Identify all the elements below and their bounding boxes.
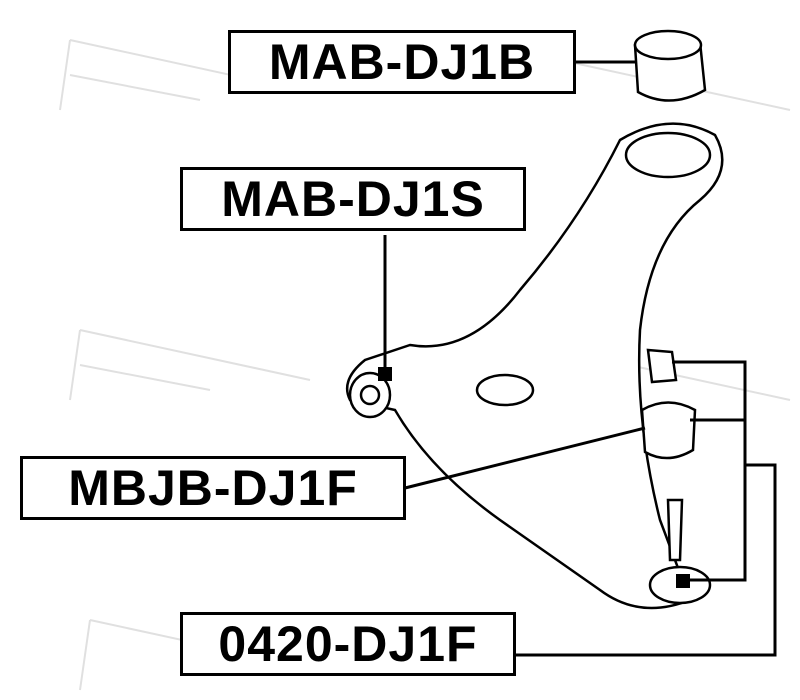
part-label-mab-dj1b[interactable]: MAB-DJ1B [228,30,576,94]
part-label-0420-dj1f[interactable]: 0420-DJ1F [180,612,516,676]
part-label-mab-dj1s[interactable]: MAB-DJ1S [180,167,526,231]
marker [378,367,392,381]
marker [676,574,690,588]
control-arm [345,29,724,610]
part-label-mbjb-dj1f[interactable]: MBJB-DJ1F [20,456,406,520]
leader-lines [383,60,777,657]
